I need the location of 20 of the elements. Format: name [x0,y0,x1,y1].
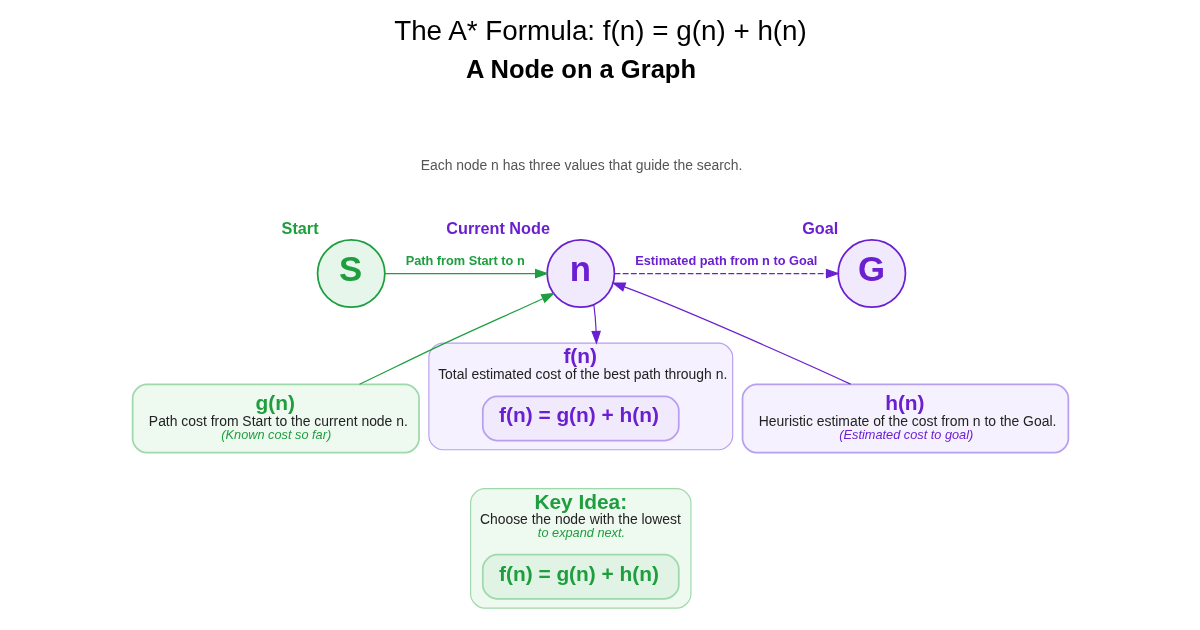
diagram-title: The A* Formula: f(n) = g(n) + h(n) [393,14,807,46]
arrow [613,268,840,279]
node-circle: n [545,239,615,309]
arrow [611,282,851,385]
node-circle: S [316,239,386,309]
label: A Node on a Graph [465,55,696,84]
node-label: Start [281,219,319,238]
node-circle: G [836,239,906,309]
arrow [358,292,555,385]
node-box: g(n) Path cost from Start to the current node n. (Known cost so far) [131,383,420,454]
node-box: h(n) Heuristic estimate of the cost from n to the Goal. (Estimated cost to goal) [741,383,1069,454]
edge-label: Path from Start to n [405,253,525,269]
arrow [590,304,601,345]
arrow [384,268,549,279]
label: Each node n has three values that guide the search. [420,157,742,174]
node-box: f(n) = g(n) + h(n) [481,553,680,600]
node-label: Goal [801,219,838,238]
edge-label: Estimated path from n to Goal [634,253,817,269]
node-box: f(n) = g(n) + h(n) [481,395,680,442]
node-label: Current Node [445,219,550,238]
